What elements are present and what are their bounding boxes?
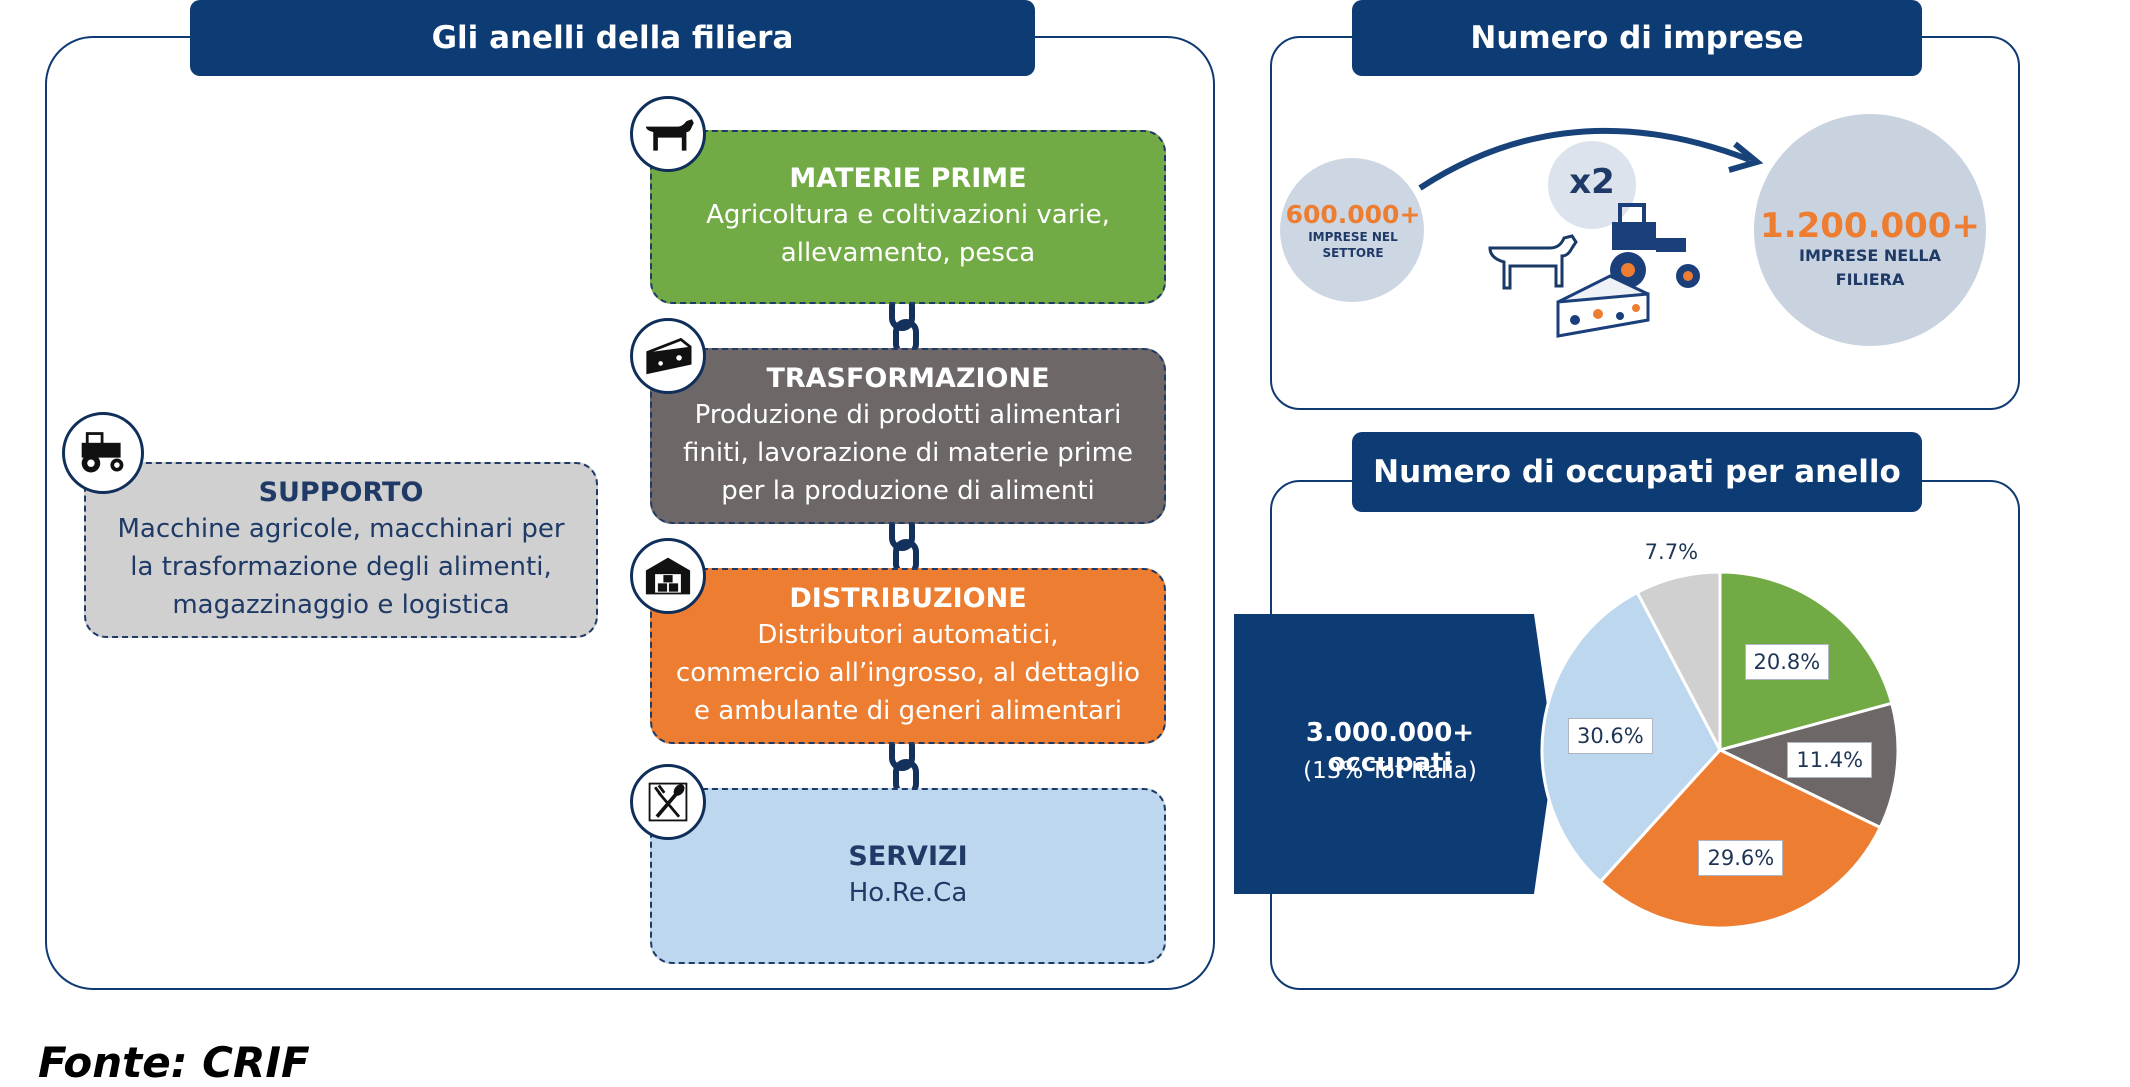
cheese-icon (630, 318, 706, 394)
pie-label: 7.7% (1644, 539, 1699, 564)
tractor-icon (62, 412, 144, 494)
cow-icon (1488, 234, 1578, 290)
big-label: IMPRESE NELLA (1799, 246, 1941, 265)
source-note: Fonte: CRIF (38, 1038, 310, 1087)
distribuzione-box: DISTRIBUZIONE Distributori automatici, c… (650, 568, 1166, 744)
materie-prime-box: MATERIE PRIME Agricoltura e coltivazioni… (650, 130, 1166, 304)
supporto-line: Macchine agricole, macchinari per (117, 513, 565, 544)
pie-label: 20.8% (1744, 644, 1830, 681)
servizi-box: SERVIZI Ho.Re.Ca (650, 788, 1166, 964)
distribuzione-title: DISTRIBUZIONE (789, 582, 1027, 614)
materie-prime-title: MATERIE PRIME (789, 162, 1027, 194)
supporto-line: la trasformazione degli alimenti, (130, 551, 552, 582)
tractor-icon (1610, 203, 1700, 288)
multiplier-circle (1548, 141, 1636, 229)
imprese-graphic (1280, 114, 1986, 346)
small-label: IMPRESE NEL (1308, 230, 1398, 244)
filiera-title: Gli anelli della filiera (190, 0, 1035, 76)
cutlery-icon (630, 764, 706, 840)
occupati-sub: (13% Tot Italia) (1303, 758, 1477, 784)
cow-icon (630, 96, 706, 172)
imprese-title: Numero di imprese (1352, 0, 1922, 76)
pie-label: 11.4% (1787, 742, 1873, 779)
cheese-icon (1556, 274, 1650, 338)
materie-prime-line: Agricoltura e coltivazioni varie, (706, 199, 1110, 230)
servizi-title: SERVIZI (848, 840, 968, 872)
supporto-box: SUPPORTO Macchine agricole, macchinari p… (84, 462, 598, 638)
trasformazione-title: TRASFORMAZIONE (766, 362, 1050, 394)
pie-slice-4 (1635, 570, 1722, 751)
pie-slice-2 (1598, 748, 1883, 930)
distribuzione-line: Distributori automatici, (757, 619, 1059, 650)
occupati-title: Numero di occupati per anello (1352, 432, 1922, 512)
trasformazione-line: Produzione di prodotti alimentari (694, 399, 1122, 430)
small-label: SETTORE (1322, 246, 1384, 260)
pie-label: 30.6% (1568, 718, 1653, 754)
trasformazione-box: TRASFORMAZIONE Produzione di prodotti al… (650, 348, 1166, 524)
occupati-total: 3.000.000+ occupati (1305, 718, 1475, 778)
trasformazione-line: finiti, lavorazione di materie prime (683, 437, 1133, 468)
warehouse-icon (630, 538, 706, 614)
trasformazione-line: per la produzione di alimenti (721, 475, 1095, 506)
distribuzione-line: commercio all’ingrosso, al dettaglio (675, 657, 1141, 688)
big-value: 1.200.000+ (1760, 206, 1980, 246)
big-circle (1754, 114, 1986, 346)
supporto-title: SUPPORTO (258, 476, 424, 508)
small-circle (1280, 158, 1424, 302)
big-label: FILIERA (1835, 270, 1905, 289)
materie-prime-line: allevamento, pesca (780, 237, 1036, 268)
pie-label: 29.6% (1698, 840, 1784, 877)
supporto-line: magazzinaggio e logistica (172, 589, 510, 620)
occupati-arrow (1234, 614, 1554, 894)
distribuzione-line: e ambulante di generi alimentari (694, 695, 1122, 726)
small-value: 600.000+ (1285, 200, 1421, 229)
multiplier: x2 (1569, 162, 1615, 202)
servizi-line: Ho.Re.Ca (848, 877, 968, 908)
